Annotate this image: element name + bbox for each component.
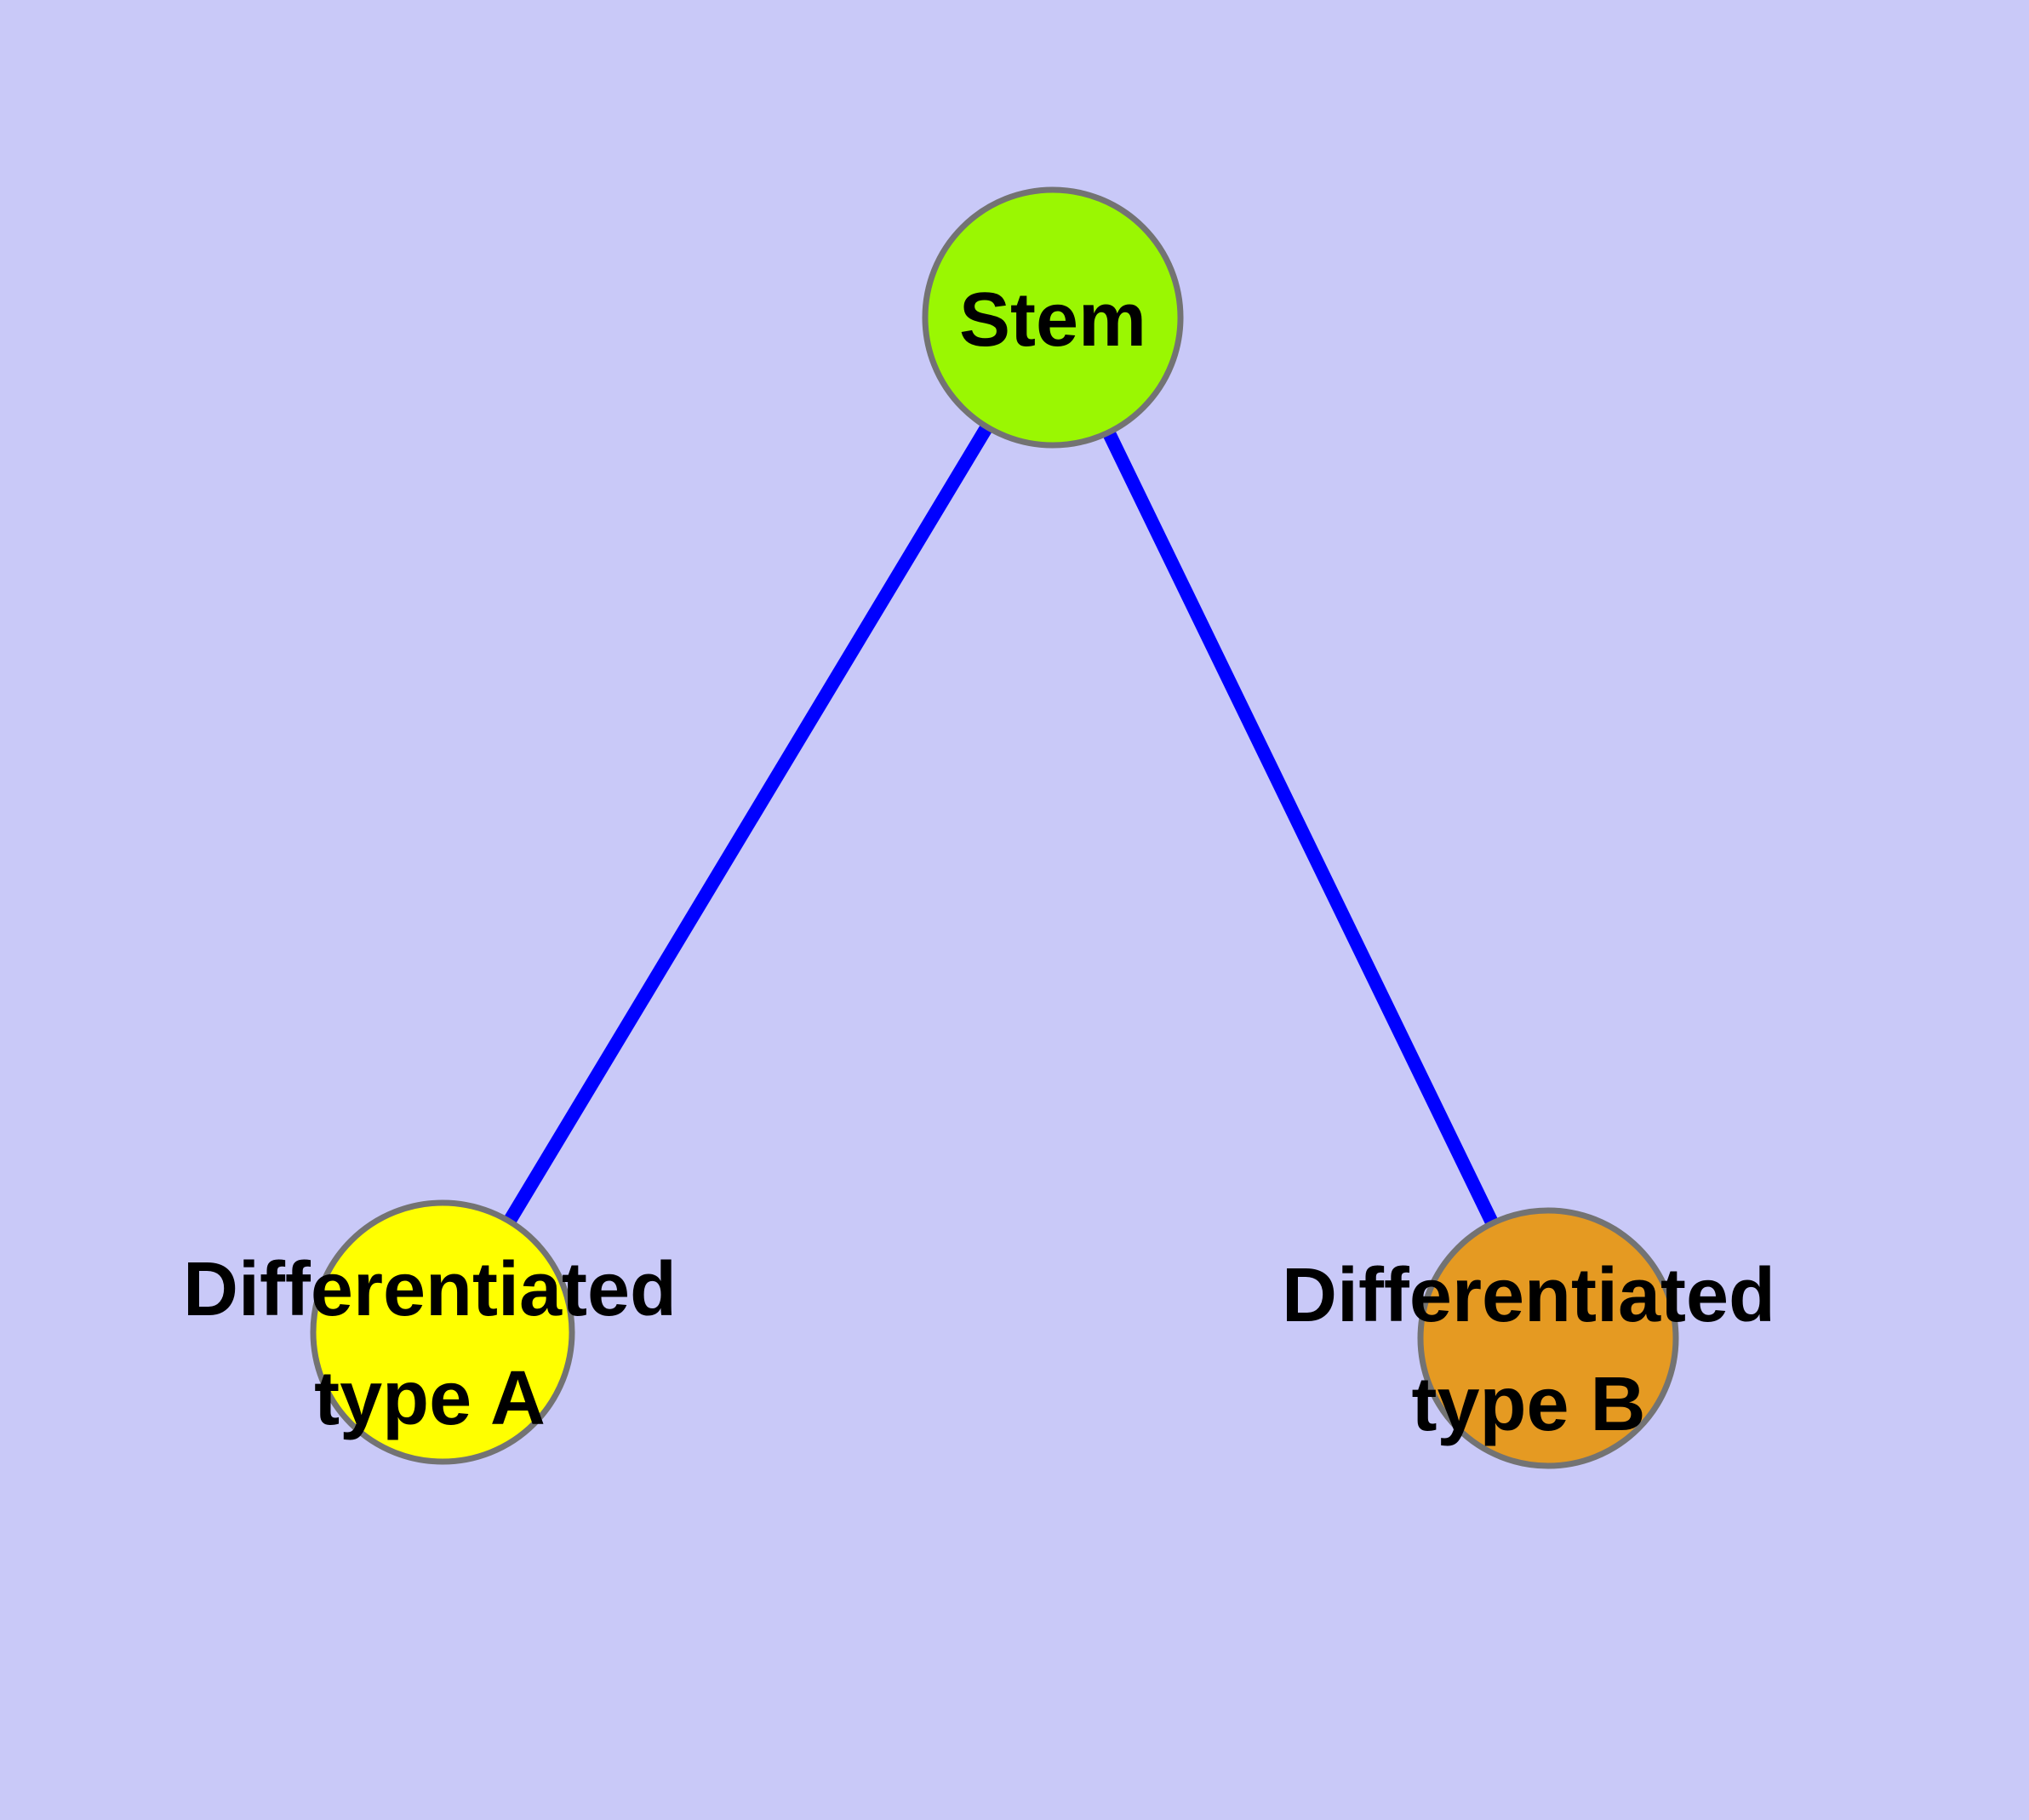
node-type-a-circle (310, 1199, 575, 1465)
node-type-a-label-line2: type A (314, 1356, 546, 1441)
node-stem: Stem (922, 186, 1184, 449)
node-type-b-circle (1417, 1207, 1679, 1469)
edge-stem-to-type-a (437, 313, 1059, 1336)
node-differentiated-type-b: Differentiated type B (1282, 1207, 1775, 1469)
node-type-a-label-line1: Differentiated (183, 1247, 677, 1332)
node-type-b-label-line2: type B (1411, 1362, 1645, 1447)
node-stem-label: Stem (959, 278, 1146, 363)
edge-stem-to-type-b (1046, 314, 1555, 1342)
node-differentiated-type-a: Differentiated type A (183, 1199, 677, 1465)
node-type-b-label-line1: Differentiated (1282, 1253, 1775, 1338)
node-stem-circle (922, 186, 1184, 449)
